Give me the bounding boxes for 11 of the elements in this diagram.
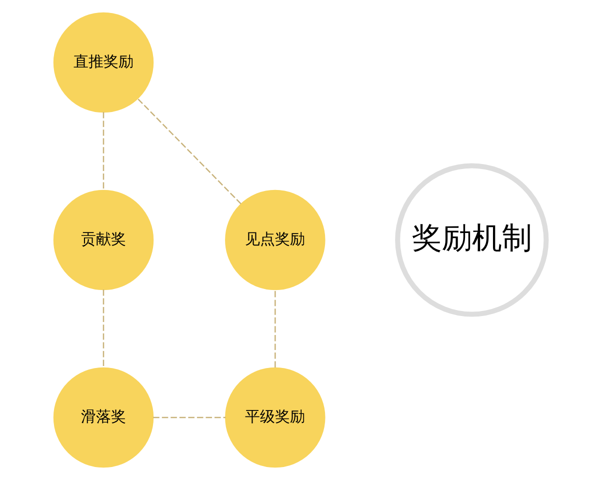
connector [102, 290, 104, 368]
node-circle: 奖励机制 [395, 163, 549, 317]
node-circle: 贡献奖 [53, 190, 154, 290]
node-circle: 见点奖励 [225, 190, 326, 290]
connector [153, 416, 226, 418]
connector [274, 290, 276, 368]
node-circle: 平级奖励 [225, 367, 326, 468]
node-circle: 滑落奖 [53, 367, 154, 468]
connector [137, 98, 242, 204]
connector [102, 112, 104, 190]
node-circle: 直推奖励 [53, 12, 154, 113]
